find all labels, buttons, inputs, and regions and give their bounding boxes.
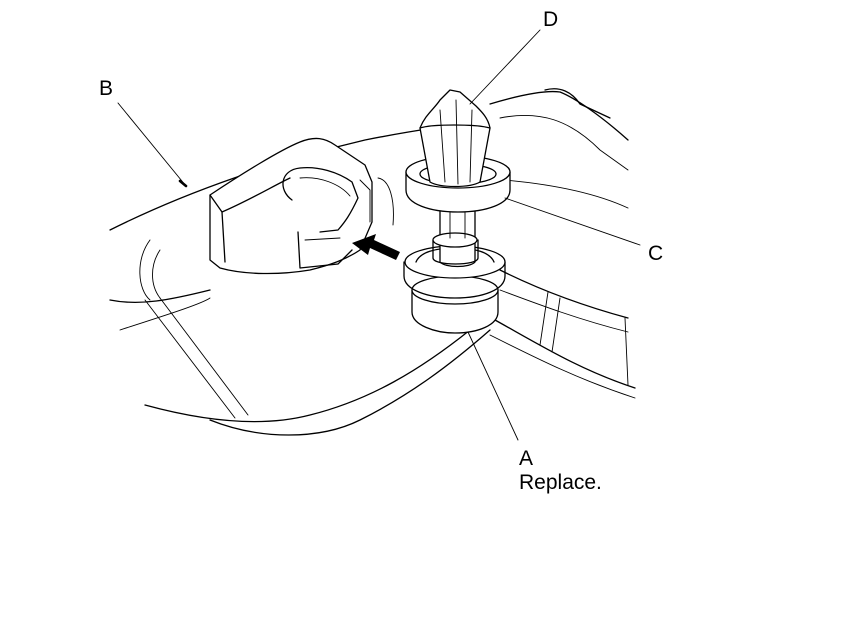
- callout-c-label: C: [648, 242, 664, 265]
- callout-b-label: B: [99, 77, 114, 100]
- callout-d-label: D: [543, 8, 559, 31]
- callout-a-note: Replace.: [519, 471, 602, 494]
- clip-holder-tab: [209, 137, 394, 275]
- clip-pin-d: [419, 89, 491, 188]
- leader-lines: [117, 29, 641, 441]
- insertion-arrow: [352, 234, 400, 260]
- callout-a-label: A: [519, 447, 534, 470]
- trim-panel: [109, 88, 636, 436]
